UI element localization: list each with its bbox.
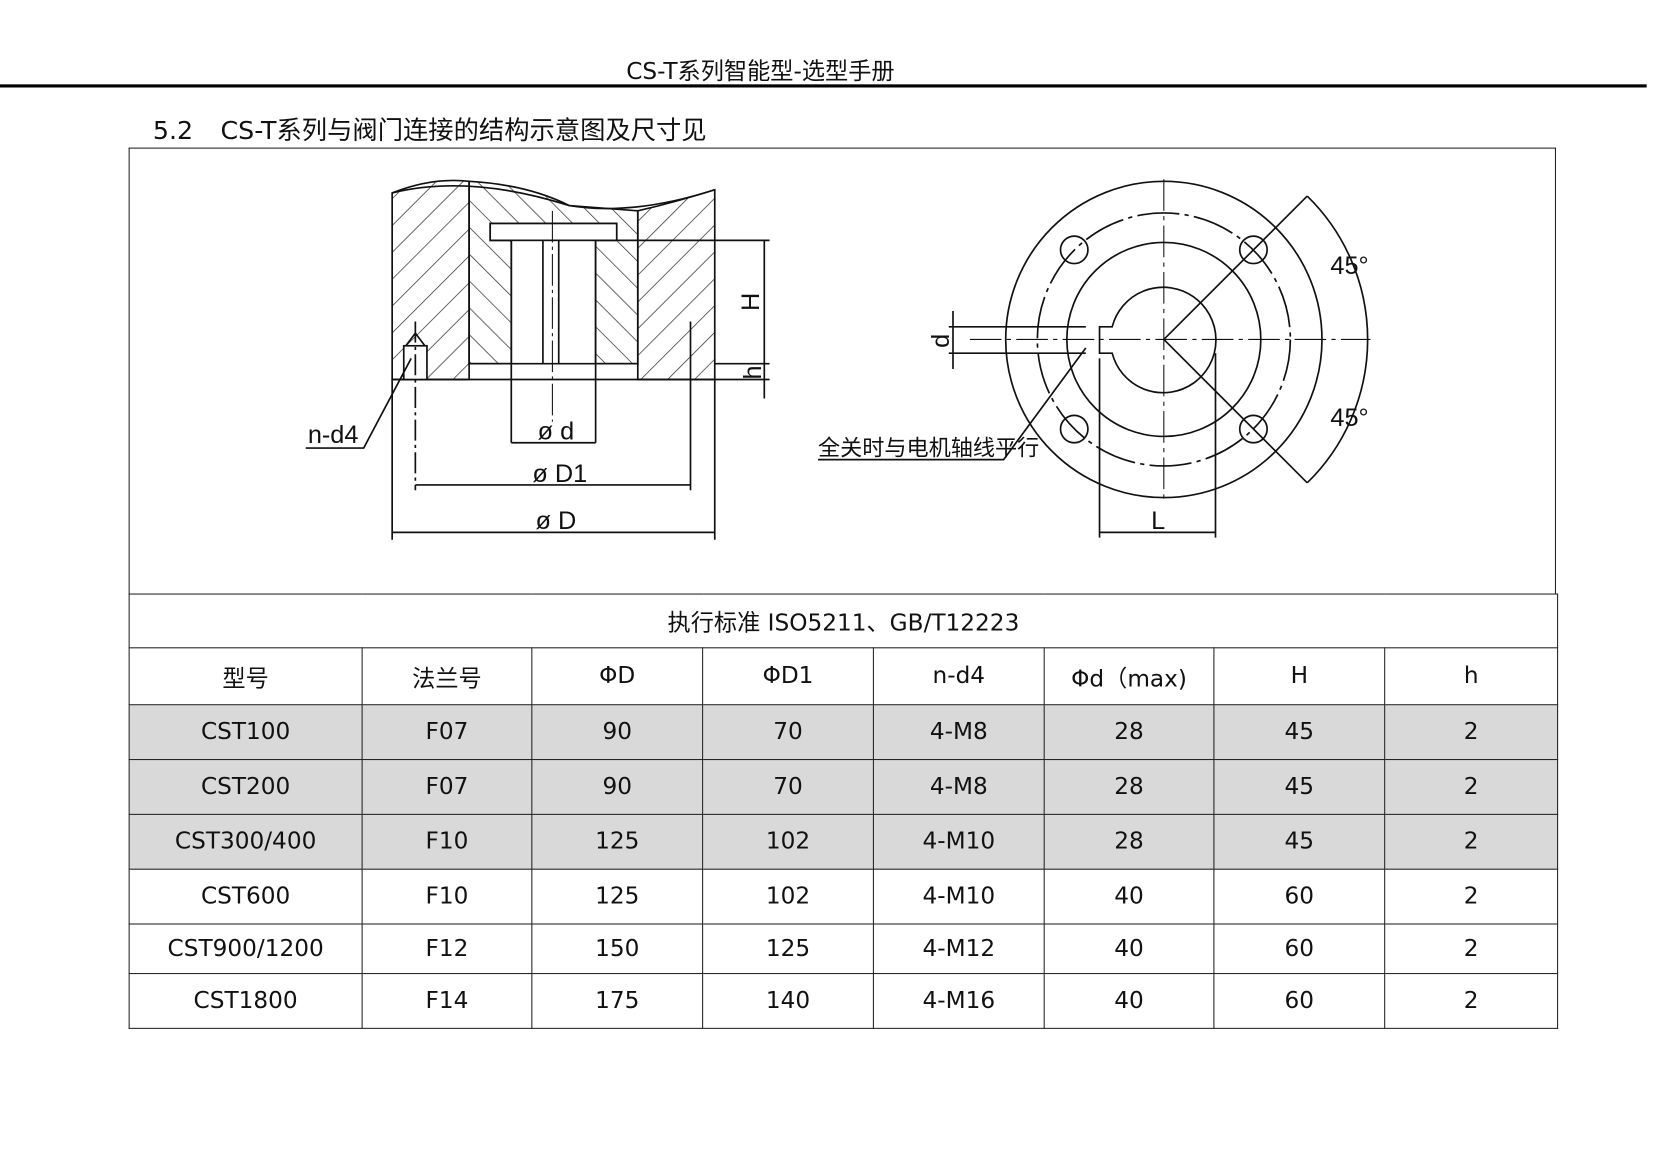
dimension-table: 执行标准 ISO5211、GB/T12223 型号 法兰号 ΦD ΦD1 n-d… (128, 593, 1559, 1029)
table-cell: 2 (1384, 813, 1559, 870)
table-cell: 4-M10 (872, 813, 1045, 870)
table-cell: F10 (361, 868, 533, 925)
label-H: H (737, 293, 765, 311)
label-L: L (1151, 507, 1165, 535)
label-D1: ø D1 (532, 460, 587, 488)
table-cell: 60 (1213, 973, 1386, 1029)
table-cell: CST900/1200 (128, 923, 363, 975)
table-cell: 125 (531, 813, 704, 870)
col-header: n-d4 (872, 647, 1045, 706)
section-view (305, 179, 770, 540)
table-cell: F14 (361, 973, 533, 1029)
table-cell: 28 (1043, 704, 1215, 761)
standard-row: 执行标准 ISO5211、GB/T12223 (128, 593, 1559, 649)
table-cell: 40 (1043, 923, 1215, 975)
col-header: ΦD1 (702, 647, 874, 706)
table-cell: 45 (1213, 704, 1386, 761)
label-closed-note: 全关时与电机轴线平行 (818, 435, 1039, 460)
table-cell: 4-M8 (872, 759, 1045, 815)
label-n-d4: n-d4 (308, 421, 359, 449)
table-cell: 70 (702, 759, 874, 815)
table-cell: 70 (702, 704, 874, 761)
label-D: ø D (536, 507, 577, 535)
figure-frame (128, 147, 1556, 594)
table-cell: F12 (361, 923, 533, 975)
col-header: Φd（max) (1043, 647, 1215, 706)
col-header: h (1384, 647, 1559, 706)
section-title: CS-T系列与阀门连接的结构示意图及尺寸见 (220, 115, 707, 146)
flange-view (818, 179, 1371, 538)
table-cell: 125 (702, 923, 874, 975)
label-h: h (739, 365, 767, 379)
header-row: 型号 法兰号 ΦD ΦD1 n-d4 Φd（max) H h (128, 647, 1559, 706)
table-cell: 40 (1043, 973, 1215, 1029)
col-header: ΦD (531, 647, 704, 706)
table-cell: 2 (1384, 973, 1559, 1029)
table-cell: 2 (1384, 868, 1559, 925)
table-cell: 4-M16 (872, 973, 1045, 1029)
table-cell: F07 (361, 759, 533, 815)
table-cell: 60 (1213, 868, 1386, 925)
table-cell: 102 (702, 813, 874, 870)
table-cell: 2 (1384, 704, 1559, 761)
col-header: 型号 (128, 647, 363, 706)
label-d: ø d (538, 418, 575, 446)
label-key-d: d (927, 334, 955, 348)
label-angle-top: 45° (1330, 252, 1368, 280)
table-cell: 90 (531, 704, 704, 761)
header-rule (0, 84, 1647, 88)
table-cell: 60 (1213, 923, 1386, 975)
table-cell: 102 (702, 868, 874, 925)
table-cell: 2 (1384, 759, 1559, 815)
table-cell: 45 (1213, 759, 1386, 815)
table-cell: 45 (1213, 813, 1386, 870)
header-title: CS-T系列智能型-选型手册 (626, 59, 895, 86)
label-angle-bottom: 45° (1330, 404, 1368, 432)
table-cell: 4-M8 (872, 704, 1045, 761)
col-header: 法兰号 (361, 647, 533, 706)
table-cell: F07 (361, 704, 533, 761)
table-cell: CST600 (128, 868, 363, 925)
table-cell: 2 (1384, 923, 1559, 975)
table-cell: 175 (531, 973, 704, 1029)
table-cell: 125 (531, 868, 704, 925)
section-heading: 5.2 CS-T系列与阀门连接的结构示意图及尺寸见 (153, 110, 707, 147)
table-cell: 140 (702, 973, 874, 1029)
table-cell: 4-M12 (872, 923, 1045, 975)
col-header: H (1213, 647, 1386, 706)
section-number: 5.2 (152, 115, 194, 146)
table-cell: CST300/400 (128, 813, 363, 870)
table-cell: 40 (1043, 868, 1215, 925)
table-cell: CST1800 (128, 973, 363, 1029)
table-cell: 90 (531, 759, 704, 815)
table-cell: 150 (531, 923, 704, 975)
table-cell: CST100 (128, 704, 363, 761)
table-cell: F10 (361, 813, 533, 870)
table-cell: 4-M10 (872, 868, 1045, 925)
table-cell: CST200 (128, 759, 363, 815)
table-cell: 28 (1043, 759, 1215, 815)
table-cell: 28 (1043, 813, 1215, 870)
